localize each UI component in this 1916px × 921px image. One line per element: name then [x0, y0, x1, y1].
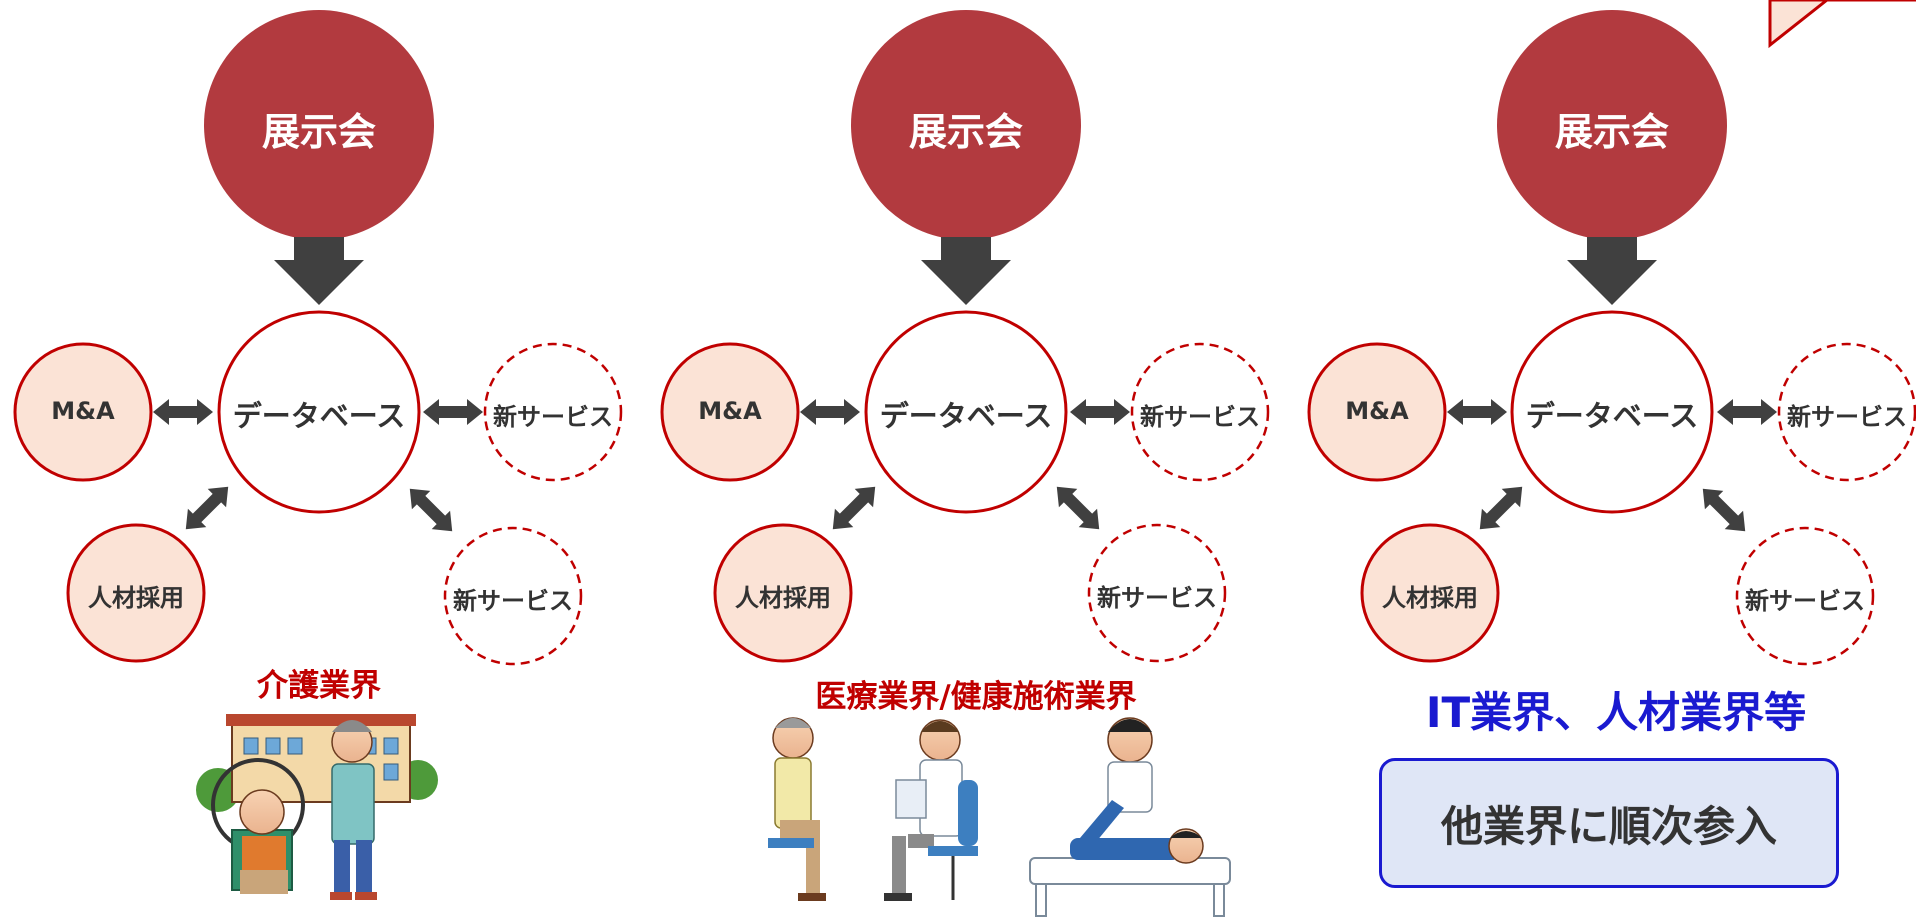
new-service-label-top: 新サービス — [493, 403, 613, 431]
database-label: データベース — [1525, 399, 1699, 433]
database-label: データベース — [232, 399, 406, 433]
new-service-circle-bottom — [1087, 523, 1227, 663]
exhibition-circle — [1497, 10, 1727, 240]
industry-label: 介護業界 — [257, 668, 381, 704]
database-circle — [1510, 310, 1714, 514]
new-service-circle-bottom — [1735, 526, 1875, 666]
ma-label: M&A — [1345, 397, 1409, 425]
expansion-callout: 他業界に順次参入 — [1379, 758, 1839, 888]
new-service-circle-bottom — [443, 526, 583, 666]
new-service-double-arrow — [423, 399, 483, 425]
new-service-label-top: 新サービス — [1140, 403, 1260, 431]
hiring-label: 人材採用 — [735, 584, 831, 612]
new-service-double-arrow — [1717, 399, 1777, 425]
ma-circle — [1307, 342, 1447, 482]
new-service-label-top: 新サービス — [1787, 403, 1907, 431]
hiring-circle — [66, 523, 206, 663]
new-service-bottom-double-arrow — [1693, 479, 1755, 541]
new-service-circle-top — [1130, 342, 1270, 482]
new-service-circle-top — [1777, 342, 1916, 482]
exhibition-circle — [851, 10, 1081, 240]
hiring-circle — [713, 523, 853, 663]
new-service-bottom-double-arrow — [400, 479, 462, 541]
corner-callout-shape — [1768, 0, 1916, 49]
new-service-label-bottom: 新サービス — [1745, 587, 1865, 615]
ma-circle — [660, 342, 800, 482]
group-nursing — [13, 10, 623, 900]
database-circle — [864, 310, 1068, 514]
hiring-circle — [1360, 523, 1500, 663]
new-service-label-bottom: 新サービス — [1097, 584, 1217, 612]
group-it — [1307, 10, 1916, 666]
new-service-circle-top — [483, 342, 623, 482]
hiring-double-arrow — [176, 477, 238, 539]
ma-double-arrow — [800, 399, 860, 425]
exhibition-label: 展示会 — [1554, 110, 1669, 154]
ma-circle — [13, 342, 153, 482]
ma-label: M&A — [698, 397, 762, 425]
hiring-double-arrow — [823, 477, 885, 539]
nursing-care-illustration — [196, 714, 438, 900]
group-medical — [660, 10, 1270, 917]
medical-consultation-illustration — [768, 717, 1231, 917]
exhibition-label: 展示会 — [908, 110, 1023, 154]
new-service-label-bottom: 新サービス — [453, 587, 573, 615]
ma-label: M&A — [51, 397, 115, 425]
industry-label: 医療業界/健康施術業界 — [815, 679, 1137, 715]
exhibition-label: 展示会 — [261, 110, 376, 154]
new-service-bottom-double-arrow — [1047, 477, 1109, 539]
callout-text: 他業界に順次参入 — [1440, 801, 1777, 851]
down-arrow — [1567, 237, 1657, 305]
ma-double-arrow — [1447, 399, 1507, 425]
database-circle — [217, 310, 421, 514]
new-service-double-arrow — [1070, 399, 1130, 425]
down-arrow — [921, 237, 1011, 305]
exhibition-circle — [204, 10, 434, 240]
hiring-double-arrow — [1470, 477, 1532, 539]
database-label: データベース — [879, 399, 1053, 433]
ma-double-arrow — [153, 399, 213, 425]
hiring-label: 人材採用 — [1382, 584, 1478, 612]
industry-label: IT業界、人材業界等 — [1425, 688, 1807, 737]
down-arrow — [274, 237, 364, 305]
hiring-label: 人材採用 — [88, 584, 184, 612]
